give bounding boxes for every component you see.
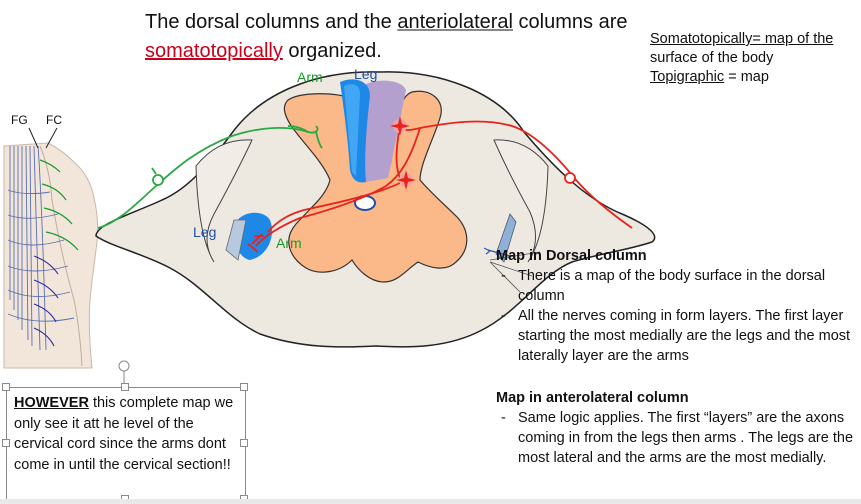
anterolateral-column-list: Same logic applies. The first “layers” a…: [496, 408, 856, 468]
slide-title: The dorsal columns and the anteriolatera…: [145, 8, 665, 66]
red-tract: [247, 120, 633, 253]
label-leg-left: Leg: [193, 224, 217, 240]
dorsal-column-heading: Map in Dorsal column: [496, 248, 647, 264]
resize-handle[interactable]: [2, 439, 10, 447]
somatotopically-word: somatotopically: [145, 40, 283, 62]
title-line-2: somatotopically organized.: [145, 40, 382, 62]
fasciculus-gracilis-leg: [363, 80, 406, 182]
dorsal-column-list: There is a map of the body surface in th…: [496, 266, 856, 366]
title-line-1: The dorsal columns and the anteriolatera…: [145, 11, 628, 33]
dermatome-body-illustration: [3, 127, 99, 369]
resize-handle[interactable]: [121, 383, 129, 391]
however-note[interactable]: HOWEVER this complete map we only see it…: [14, 395, 234, 473]
resize-handle[interactable]: [240, 439, 248, 447]
label-leg-top: Leg: [354, 66, 378, 82]
resize-handle[interactable]: [2, 383, 10, 391]
synapse-marker-upper: [390, 116, 410, 136]
list-item: There is a map of the body surface in th…: [496, 266, 856, 306]
label-arm-top: Arm: [297, 69, 323, 85]
synapse-marker-lower: [396, 170, 416, 190]
label-fc: FC: [46, 113, 62, 127]
notes-panel: Map in Dorsal column There is a map of t…: [496, 246, 856, 468]
bottom-scrollbar[interactable]: [0, 499, 861, 504]
definition-topigraphic: Topigraphic = map: [650, 69, 769, 85]
list-item: Same logic applies. The first “layers” a…: [496, 408, 856, 468]
definition-somatotopically: Somatotopically= map of the: [650, 31, 834, 47]
list-item: All the nerves coming in form layers. Th…: [496, 306, 856, 366]
green-tract: [97, 125, 323, 229]
label-arm-left: Arm: [276, 235, 302, 251]
anterolateral-column-heading: Map in anterolateral column: [496, 390, 689, 406]
definitions-box: Somatotopically= map of the surface of t…: [650, 30, 860, 87]
definition-continued: surface of the body: [650, 50, 774, 66]
label-fg: FG: [11, 113, 28, 127]
resize-handle[interactable]: [240, 383, 248, 391]
